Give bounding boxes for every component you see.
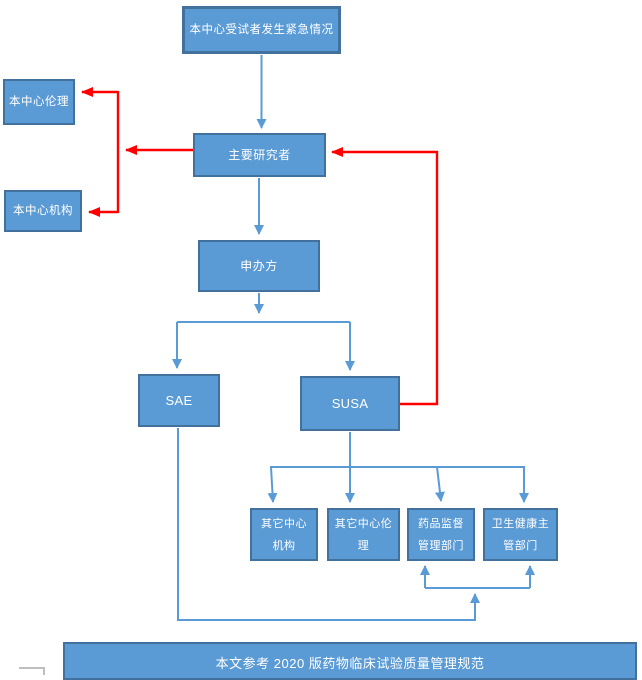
node-emergency[interactable]: 本中心受试者发生紧急情况 (182, 6, 341, 54)
cropped-shape-artifact (19, 667, 45, 675)
node-principal-investigator[interactable]: 主要研究者 (193, 133, 326, 177)
node-susa[interactable]: SUSA (300, 376, 400, 431)
node-center-ethics[interactable]: 本中心伦理 (3, 79, 75, 125)
footer-reference-banner[interactable]: 本文参考 2020 版药物临床试验质量管理规范 (63, 642, 637, 680)
footer-reference-text: 本文参考 2020 版药物临床试验质量管理规范 (215, 656, 485, 671)
node-sae[interactable]: SAE (138, 374, 220, 427)
node-other-center-institution[interactable]: 其它中心 机构 (250, 508, 318, 561)
arrow-to-other-institution (267, 466, 278, 503)
node-drug-regulatory-dept[interactable]: 药品监督 管理部门 (407, 508, 475, 561)
node-health-dept[interactable]: 卫生健康主 管部门 (483, 508, 558, 561)
node-sponsor[interactable]: 申办方 (198, 240, 320, 292)
red-arrow-susa-to-pi (331, 147, 439, 406)
arrow-to-drug-dept (434, 466, 445, 502)
node-center-institution[interactable]: 本中心机构 (4, 190, 82, 232)
node-other-center-ethics[interactable]: 其它中心伦 理 (327, 508, 400, 561)
